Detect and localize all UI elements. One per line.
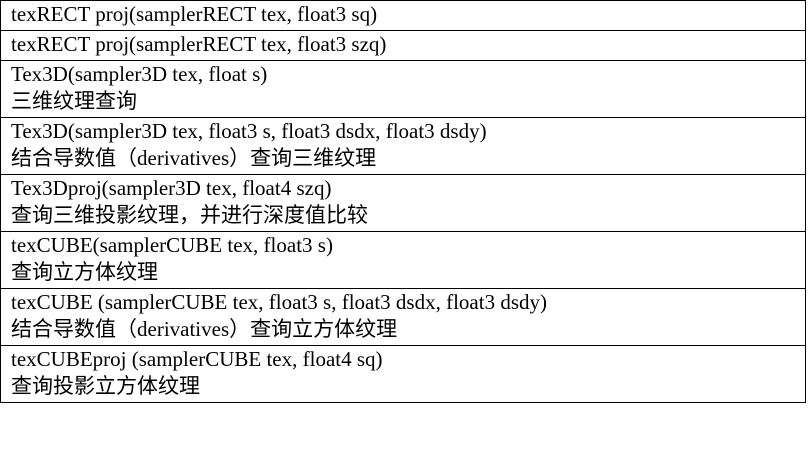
function-signature: texCUBEproj (samplerCUBE tex, float4 sq) [11,347,383,371]
table-row: texRECT proj(samplerRECT tex, float3 szq… [0,30,806,61]
table-cell: texCUBEproj (samplerCUBE tex, float4 sq)… [0,345,806,403]
table-row: Tex3D(sampler3D tex, float3 s, float3 ds… [0,117,806,175]
function-signature: Tex3Dproj(sampler3D tex, float4 szq) [11,176,332,200]
table-cell: texCUBE(samplerCUBE tex, float3 s) 查询立方体… [0,231,806,289]
table-cell: texCUBE (samplerCUBE tex, float3 s, floa… [0,288,806,346]
function-signature: texCUBE(samplerCUBE tex, float3 s) [11,233,333,257]
table-row: texCUBEproj (samplerCUBE tex, float4 sq)… [0,345,806,403]
table-cell: texRECT proj(samplerRECT tex, float3 sq) [0,0,806,31]
table-row: texCUBE(samplerCUBE tex, float3 s) 查询立方体… [0,231,806,289]
table-cell: Tex3Dproj(sampler3D tex, float4 szq) 查询三… [0,174,806,232]
function-description: 查询投影立方体纹理 [11,374,200,398]
function-description: 三维纹理查询 [11,89,137,113]
function-description: 查询三维投影纹理，并进行深度值比较 [11,203,368,227]
function-signature: Tex3D(sampler3D tex, float3 s, float3 ds… [11,119,487,143]
function-description: 查询立方体纹理 [11,260,158,284]
table-row: Tex3Dproj(sampler3D tex, float4 szq) 查询三… [0,174,806,232]
function-signature: Tex3D(sampler3D tex, float s) [11,62,268,86]
table-cell: Tex3D(sampler3D tex, float3 s, float3 ds… [0,117,806,175]
function-signature: texRECT proj(samplerRECT tex, float3 szq… [11,32,387,56]
table-row: texCUBE (samplerCUBE tex, float3 s, floa… [0,288,806,346]
function-signature: texRECT proj(samplerRECT tex, float3 sq) [11,2,378,26]
table-row: Tex3D(sampler3D tex, float s) 三维纹理查询 [0,60,806,118]
function-table: texRECT proj(samplerRECT tex, float3 sq)… [0,0,806,403]
function-signature: texCUBE (samplerCUBE tex, float3 s, floa… [11,290,548,314]
function-description: 结合导数值（derivatives）查询立方体纹理 [11,317,398,341]
table-cell: texRECT proj(samplerRECT tex, float3 szq… [0,30,806,61]
table-row: texRECT proj(samplerRECT tex, float3 sq) [0,0,806,31]
function-description: 结合导数值（derivatives）查询三维纹理 [11,146,377,170]
table-cell: Tex3D(sampler3D tex, float s) 三维纹理查询 [0,60,806,118]
